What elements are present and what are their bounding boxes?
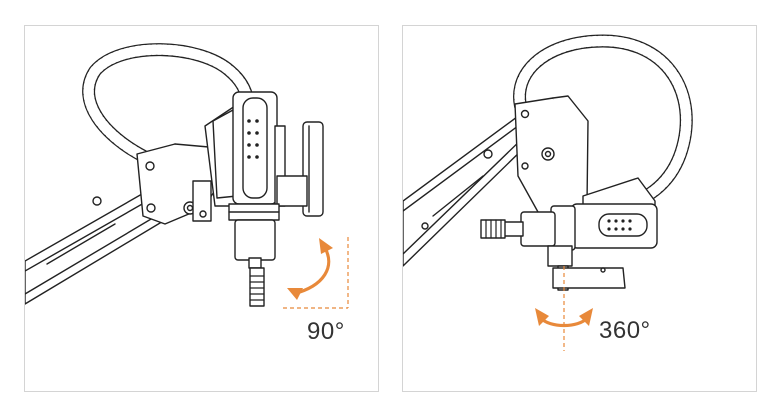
rotate-angle-label: 360° [599,317,651,344]
tilt-panel: 90° [24,25,379,392]
rotate-indicator [535,266,593,351]
arm-beam [403,113,529,267]
tilt-angle-label: 90° [307,318,345,345]
tilt-arm-illustration [25,43,349,309]
tilt-indicator [283,237,349,309]
tapping-head [480,177,658,291]
rotate-arm-illustration [403,34,693,351]
tapping-head [204,91,324,307]
cable-chain [513,34,693,205]
arm-joint [514,95,589,222]
rotate-panel: 360° [402,25,757,392]
